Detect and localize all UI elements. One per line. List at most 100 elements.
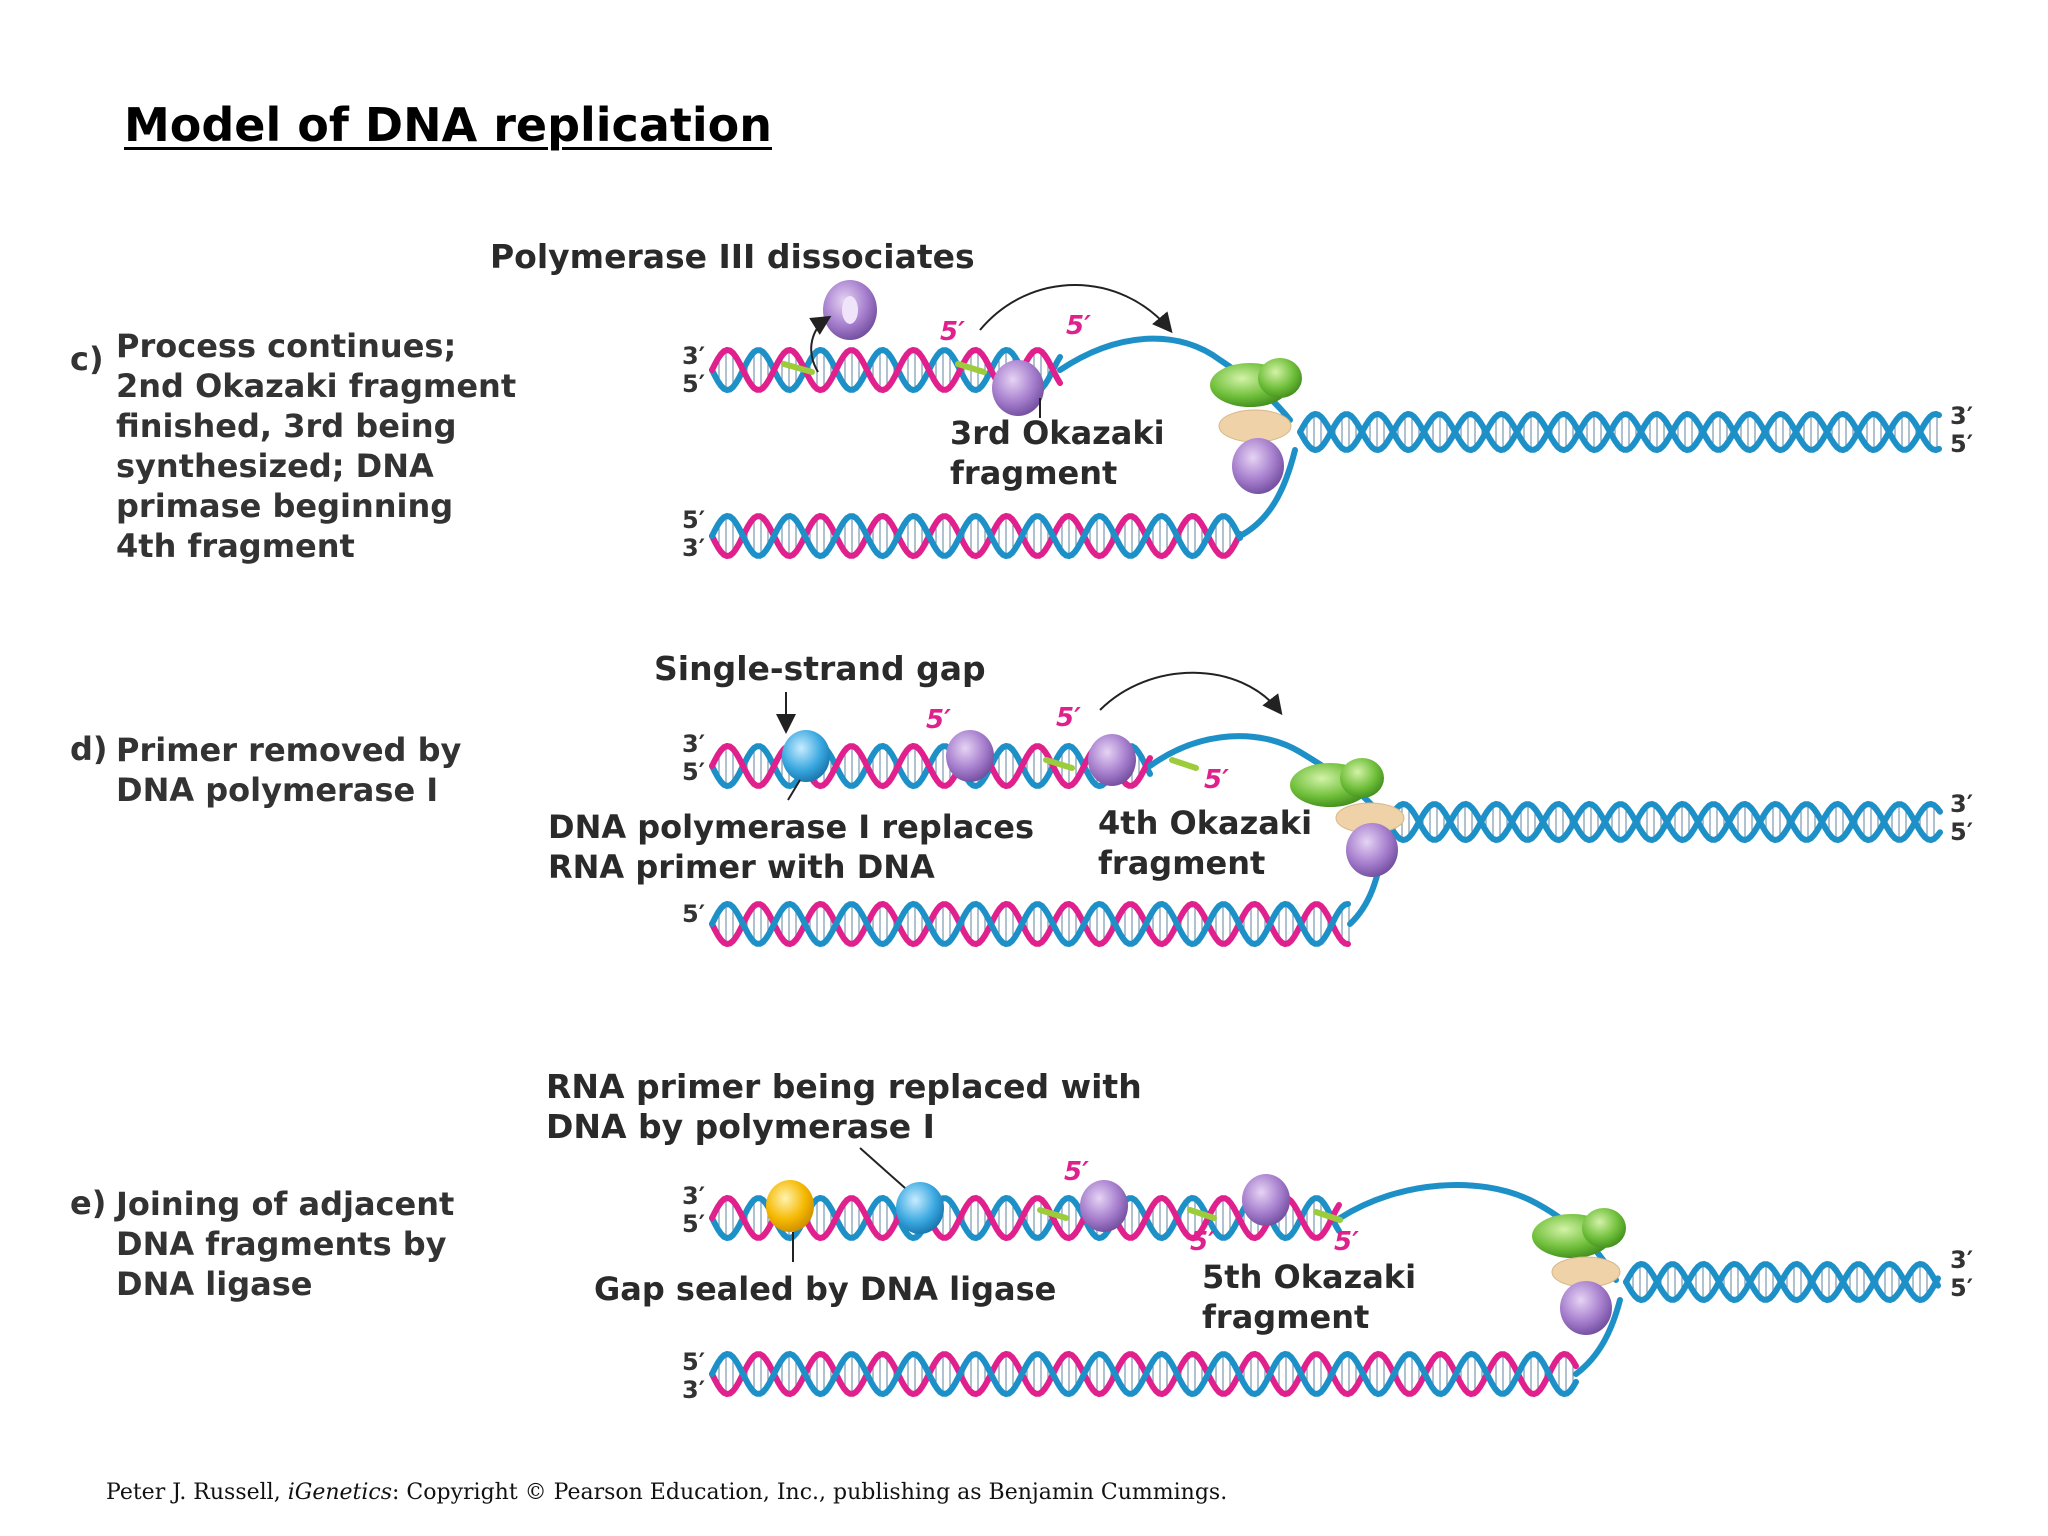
end-5-label: 5′ — [682, 1210, 705, 1238]
desc-line: Joining of adjacent — [116, 1185, 455, 1223]
end-5-label: 5′ — [1950, 818, 1973, 846]
panel-e-proteins — [766, 1147, 1626, 1335]
pol1-pointer — [859, 1147, 906, 1189]
lagging-helix-e — [709, 1194, 1342, 1242]
rna-primer-replaced-line1: RNA primer being replaced with — [546, 1067, 1142, 1106]
leading-polymerase-icon — [1346, 823, 1398, 877]
panel-c-proteins — [809, 280, 1302, 494]
five-prime-marker: 5′ — [1204, 765, 1229, 795]
panel-e-letter: e) — [70, 1184, 107, 1222]
helicase-lobe-icon — [1258, 358, 1302, 398]
okazaki-5-label-line2: fragment — [1202, 1298, 1369, 1336]
five-prime-marker: 5′ — [1334, 1227, 1359, 1257]
pol1-pointer — [787, 779, 801, 801]
five-prime-marker: 5′ — [940, 317, 965, 347]
pol1-label-line1: DNA polymerase I replaces — [548, 808, 1034, 846]
end-5-label: 5′ — [682, 758, 705, 786]
clamp-hole-icon — [842, 296, 858, 324]
rna-primer — [1313, 1209, 1343, 1223]
parental-helix-e — [1623, 1260, 1941, 1304]
end-5-label: 5′ — [1950, 430, 1973, 458]
gap-sealed-label: Gap sealed by DNA ligase — [594, 1270, 1056, 1308]
end-3-label: 3′ — [1950, 790, 1973, 818]
lagging-helix-d — [709, 742, 1153, 790]
parental-helix-d — [1385, 800, 1943, 844]
helicase-lobe-icon — [1340, 758, 1384, 798]
pol1-label-line2: RNA primer with DNA — [548, 848, 935, 886]
rna-primer — [1043, 757, 1075, 771]
copyright-credit: Peter J. Russell, iGenetics: Copyright ©… — [106, 1480, 1227, 1505]
okazaki-5-label-line1: 5th Okazaki — [1202, 1258, 1416, 1296]
panel-d-proteins — [776, 671, 1405, 877]
leading-template-single-strand — [1573, 1297, 1623, 1377]
leading-template-single-strand — [1237, 447, 1298, 539]
desc-line: DNA fragments by — [116, 1225, 447, 1263]
rna-primer — [1037, 1207, 1069, 1221]
desc-line: finished, 3rd being — [116, 407, 457, 445]
panel-c-description: Process continues; 2nd Okazaki fragment … — [116, 326, 516, 566]
end-3-label: 3′ — [682, 1376, 705, 1404]
rna-primer-replaced-line2: DNA by polymerase I — [546, 1107, 935, 1146]
polymerase-iii-icon — [1242, 1174, 1290, 1226]
desc-line: Process continues; — [116, 327, 457, 365]
credit-author: Peter J. Russell, — [106, 1480, 288, 1505]
dna-polymerase-i-icon — [782, 730, 830, 782]
desc-line: DNA ligase — [116, 1265, 313, 1303]
five-prime-marker: 5′ — [926, 705, 951, 735]
desc-line: DNA polymerase I — [116, 771, 439, 809]
desc-line: synthesized; DNA — [116, 447, 434, 485]
end-5-label: 5′ — [682, 506, 705, 534]
end-5-label: 5′ — [682, 1348, 705, 1376]
desc-line: 2nd Okazaki fragment — [116, 367, 517, 405]
okazaki-3-label-line2: fragment — [950, 454, 1117, 492]
desc-line: primase beginning — [116, 487, 454, 525]
end-5-label: 5′ — [682, 900, 705, 928]
dna-polymerase-i-icon — [896, 1182, 944, 1234]
parental-helix-c — [1297, 410, 1942, 454]
end-5-label: 5′ — [1950, 1274, 1973, 1302]
panel-d-description: Primer removed by DNA polymerase I — [116, 730, 461, 810]
strand-end-labels: 3′ 5′ 5′ 3′ 3′ 5′ 3′ 5′ 5′ 3′ 5′ 3′ 5′ 5… — [682, 342, 1973, 1404]
dna-ligase-icon — [766, 1180, 814, 1232]
end-3-label: 3′ — [682, 730, 705, 758]
panel-d-letter: d) — [70, 730, 108, 768]
polymerase-iii-icon — [992, 360, 1044, 416]
desc-line: 4th fragment — [116, 527, 355, 565]
five-prime-marker: 5′ — [1190, 1227, 1215, 1257]
rna-primer — [955, 361, 987, 375]
rna-primer — [781, 361, 815, 375]
leading-helix-d — [709, 900, 1351, 948]
end-3-label: 3′ — [1950, 1246, 1973, 1274]
leading-polymerase-icon — [1560, 1281, 1612, 1335]
end-5-label: 5′ — [682, 370, 705, 398]
leading-helix-e — [709, 1350, 1579, 1398]
slide-title: Model of DNA replication — [124, 98, 772, 152]
looping-arrow — [1099, 671, 1283, 716]
polymerase-iii-icon — [1088, 734, 1136, 786]
panel-e-description: Joining of adjacent DNA fragments by DNA… — [116, 1184, 454, 1304]
credit-book: iGenetics — [287, 1480, 393, 1505]
desc-line: Primer removed by — [116, 731, 462, 769]
single-strand-gap-label: Single-strand gap — [654, 649, 986, 688]
okazaki-3-label-line1: 3rd Okazaki — [950, 414, 1165, 452]
looping-arrow — [979, 284, 1173, 334]
leading-polymerase-icon — [1232, 438, 1284, 494]
polymerase-iii-icon — [1080, 1180, 1128, 1232]
rna-primer — [1169, 757, 1199, 771]
end-3-label: 3′ — [682, 1182, 705, 1210]
primase-icon — [1218, 409, 1292, 443]
rna-primer — [1187, 1207, 1217, 1221]
dissociation-arrow — [809, 315, 832, 373]
five-prime-marker: 5′ — [1064, 1157, 1089, 1187]
end-3-label: 3′ — [682, 342, 705, 370]
polymerase-iii-icon — [946, 730, 994, 782]
polymerase-iii-dissociates-label: Polymerase III dissociates — [490, 237, 975, 276]
helicase-lobe-icon — [1582, 1208, 1626, 1248]
okazaki-4-label-line1: 4th Okazaki — [1098, 804, 1312, 842]
leading-helix-c — [709, 512, 1243, 560]
okazaki-4-label-line2: fragment — [1098, 844, 1265, 882]
five-prime-marker: 5′ — [1056, 703, 1081, 733]
end-3-label: 3′ — [682, 534, 705, 562]
panel-c-letter: c) — [70, 340, 104, 378]
